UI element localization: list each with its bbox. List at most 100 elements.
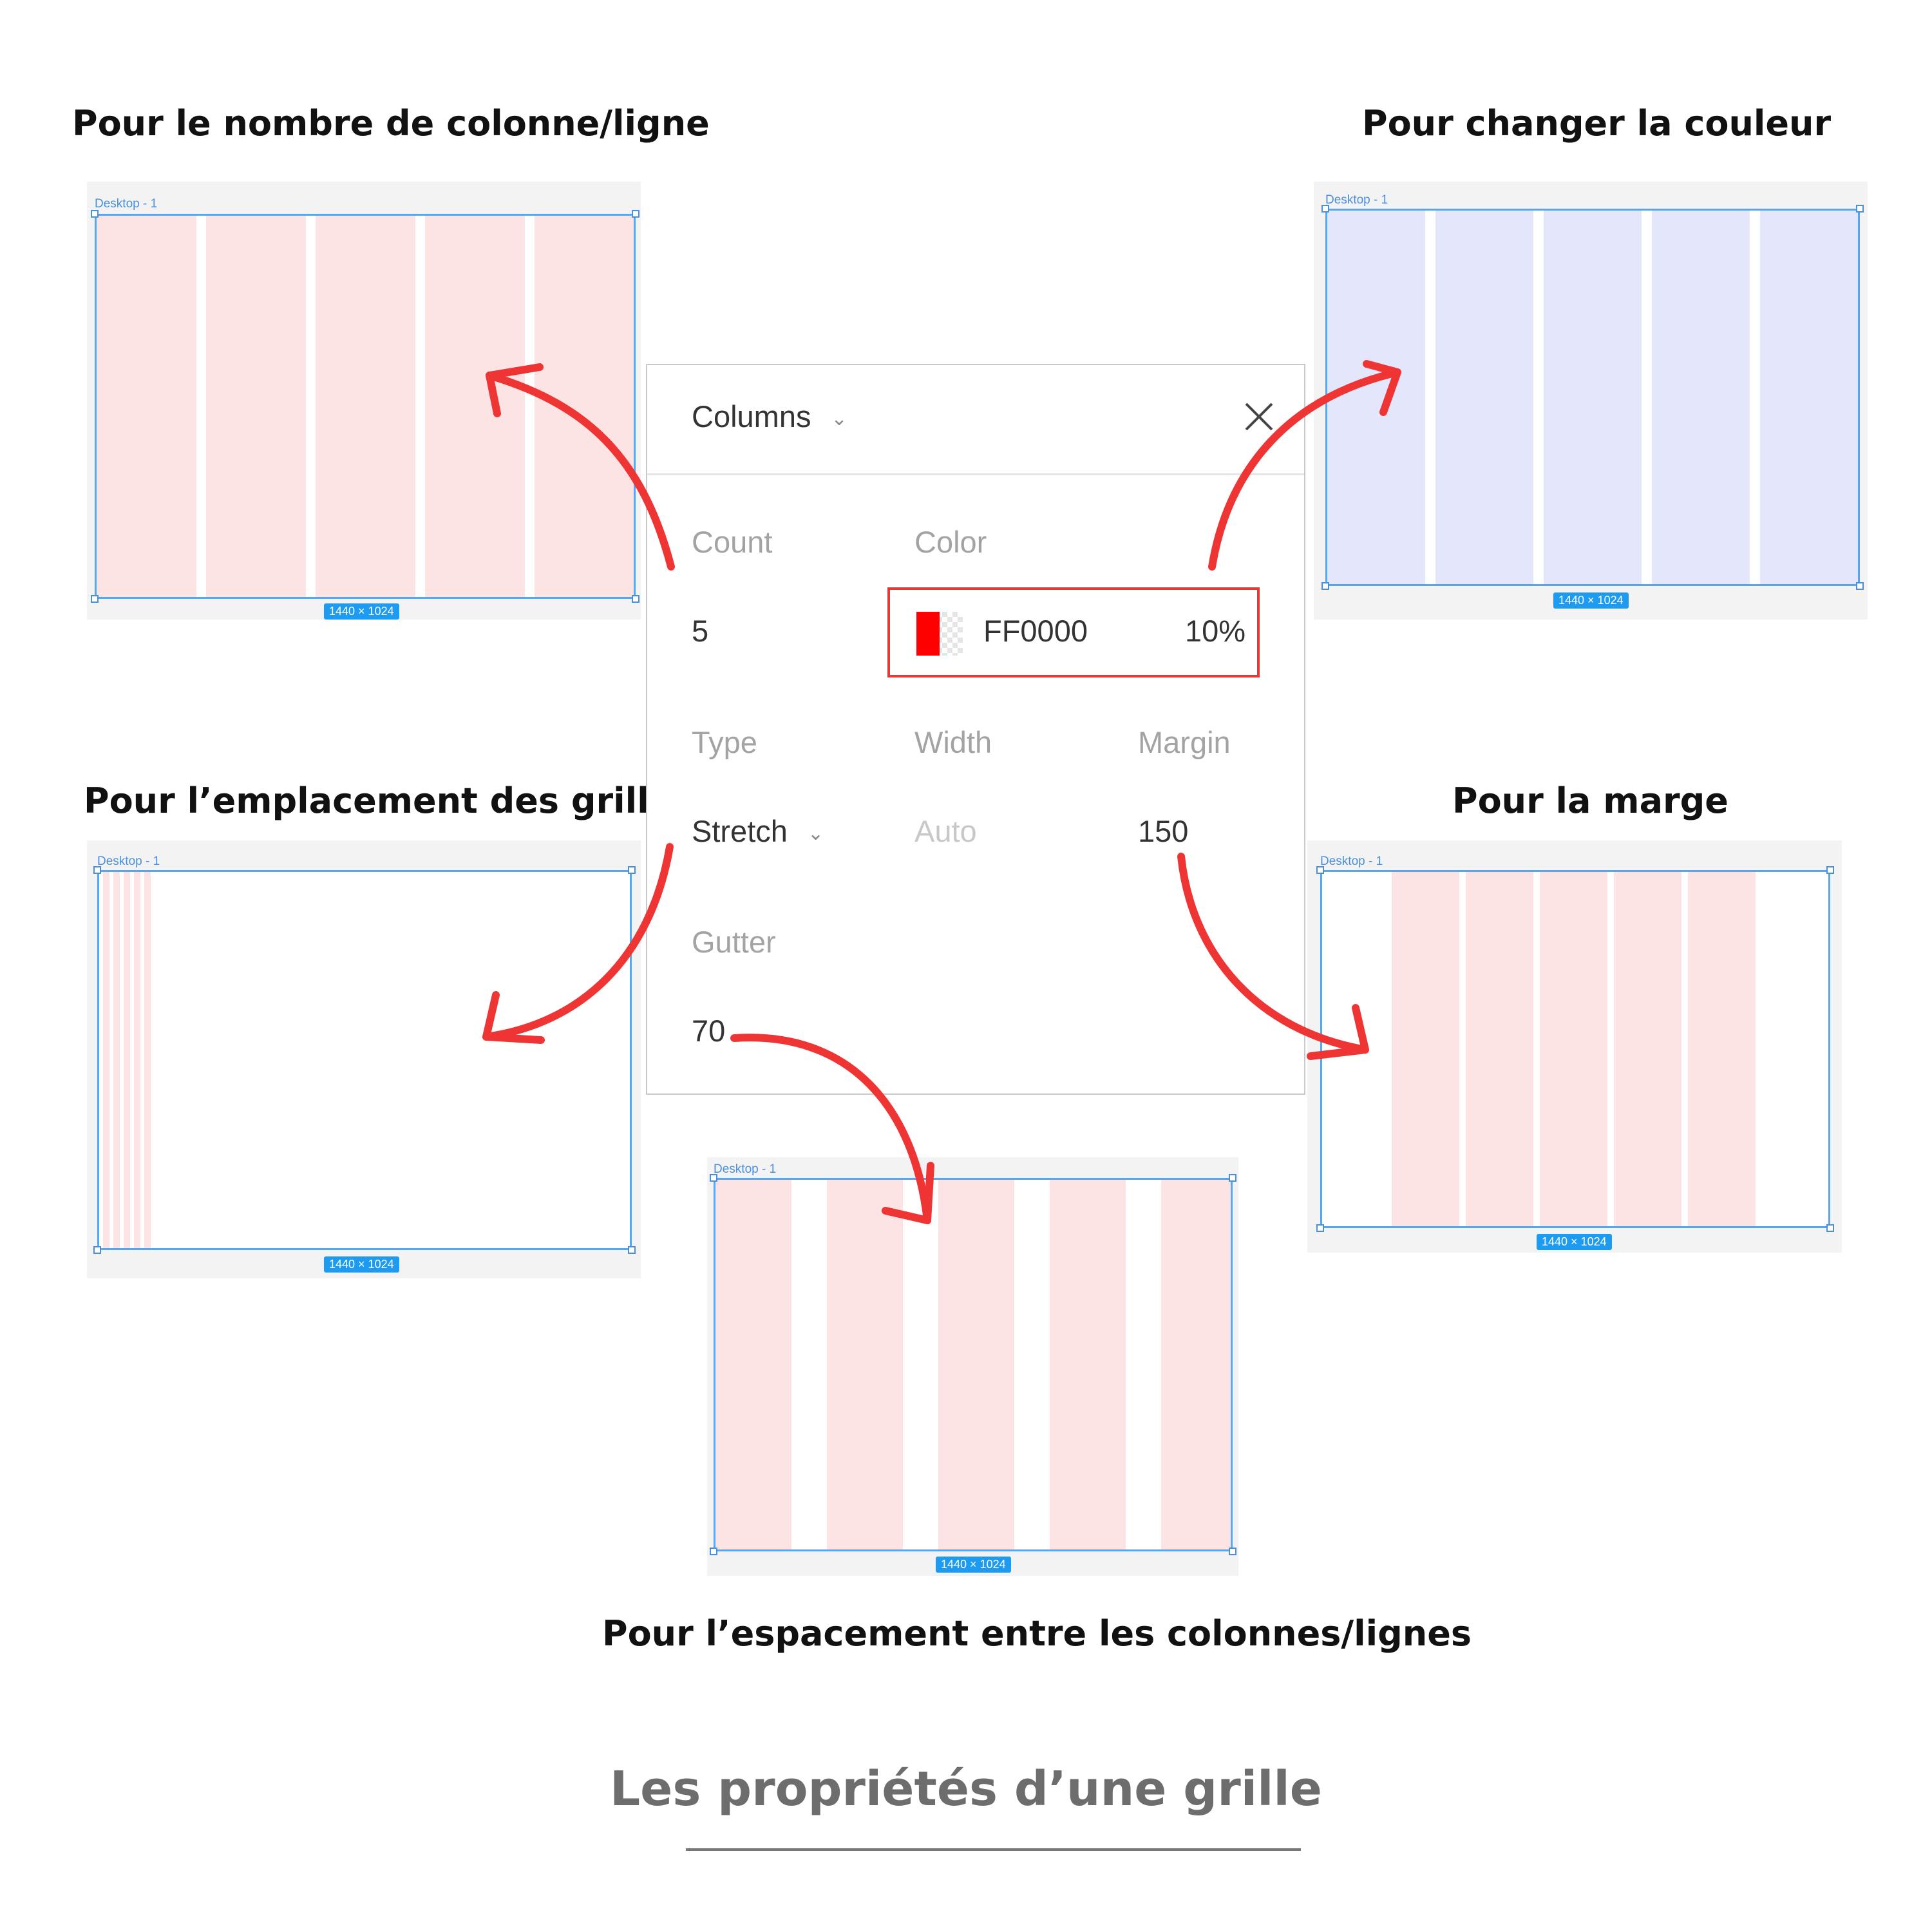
type-label: Type (692, 725, 757, 759)
type-dropdown[interactable]: Stretch ⌄ (692, 813, 824, 849)
gutter-label: Gutter (692, 925, 776, 959)
grid-column (113, 872, 120, 1248)
grid-column (1392, 872, 1459, 1226)
caption-color: Pour changer la couleur (1362, 103, 1832, 144)
resize-handle (1229, 1548, 1236, 1555)
grid-column (535, 216, 634, 597)
color-hex-input[interactable]: FF0000 (983, 614, 1088, 648)
grid-column (425, 216, 525, 597)
color-label: Color (914, 525, 987, 559)
grid-column (938, 1180, 1014, 1549)
grid-column (144, 872, 151, 1248)
arrow-count (486, 372, 675, 571)
resize-handle (1229, 1174, 1236, 1182)
grid-column (1652, 211, 1750, 584)
margin-label: Margin (1138, 725, 1231, 759)
count-label: Count (692, 525, 773, 559)
grid-column (1161, 1180, 1231, 1549)
grid-column (1466, 872, 1533, 1226)
size-badge: 1440 × 1024 (936, 1557, 1011, 1573)
grid-column (134, 872, 140, 1248)
resize-handle (628, 866, 636, 874)
size-badge: 1440 × 1024 (1553, 592, 1629, 609)
grid-type-dropdown[interactable]: Columns ⌄ (692, 399, 848, 434)
grid-column (715, 1180, 791, 1549)
grid-column (1544, 211, 1642, 584)
grid-column (827, 1180, 903, 1549)
grid-column (1050, 1180, 1126, 1549)
size-badge: 1440 × 1024 (324, 603, 399, 620)
resize-handle (93, 866, 101, 874)
panel-divider (647, 473, 1304, 475)
grid-column (316, 216, 415, 597)
size-badge: 1440 × 1024 (324, 1256, 399, 1273)
resize-handle (1321, 205, 1329, 213)
title-underline (686, 1848, 1301, 1851)
arrowhead (1363, 360, 1401, 416)
resize-handle (1826, 866, 1834, 874)
arrow-type (482, 843, 674, 1041)
grid-column (206, 216, 306, 597)
resize-handle (1316, 866, 1324, 874)
resize-handle (710, 1548, 717, 1555)
grid-type-label: Columns (692, 399, 811, 433)
arrowhead (882, 1162, 934, 1224)
swatch-solid (916, 612, 940, 656)
frame-color-preview: Desktop - 1 1440 × 1024 (1314, 182, 1868, 620)
frame-margin-preview: Desktop - 1 1440 × 1024 (1307, 840, 1842, 1253)
resize-handle (91, 210, 99, 218)
page-title: Les propriétés d’une grille (610, 1761, 1322, 1817)
arrow-margin (1177, 853, 1369, 1054)
resize-handle (632, 595, 639, 603)
grid-column (103, 872, 109, 1248)
grid-column (1614, 872, 1681, 1226)
frame-label: Desktop - 1 (1320, 855, 1383, 868)
resize-handle (93, 1246, 101, 1254)
caption-count: Pour le nombre de colonne/ligne (72, 103, 710, 144)
layout-grid-panel: Columns ⌄ Count Color 5 FF0000 10% Type … (646, 364, 1305, 1095)
frame-label: Desktop - 1 (95, 197, 158, 211)
type-value: Stretch (692, 814, 788, 848)
resize-handle (628, 1246, 636, 1254)
frame-label: Desktop - 1 (1325, 193, 1388, 207)
grid-column (124, 872, 130, 1248)
color-field-highlight (887, 587, 1260, 677)
frame-label: Desktop - 1 (97, 855, 160, 868)
arrowhead (482, 991, 545, 1044)
resize-handle (1856, 205, 1864, 213)
grid-column (1760, 211, 1858, 584)
desktop-frame (714, 1178, 1233, 1551)
arrow-gutter (730, 1034, 931, 1224)
width-input[interactable]: Auto (914, 814, 977, 848)
chevron-down-icon: ⌄ (831, 408, 848, 430)
desktop-frame (95, 214, 636, 599)
desktop-frame (1320, 870, 1830, 1228)
grid-column (1327, 211, 1425, 584)
resize-handle (1856, 582, 1864, 590)
frame-type-preview: Desktop - 1 1440 × 1024 (87, 840, 641, 1278)
color-swatch[interactable] (916, 612, 963, 656)
desktop-frame (1325, 209, 1860, 586)
arrowhead (1307, 1004, 1369, 1060)
grid-column (1435, 211, 1533, 584)
close-icon[interactable] (1241, 399, 1277, 435)
caption-gutter: Pour l’espacement entre les colonnes/lig… (602, 1613, 1472, 1654)
grid-column (1540, 872, 1607, 1226)
resize-handle (1321, 582, 1329, 590)
gutter-input[interactable]: 70 (692, 1014, 726, 1048)
width-label: Width (914, 725, 992, 759)
chevron-down-icon: ⌄ (807, 823, 824, 845)
caption-type: Pour l’emplacement des grilles (84, 781, 694, 821)
count-input[interactable]: 5 (692, 614, 709, 648)
margin-input[interactable]: 150 (1138, 814, 1189, 848)
resize-handle (91, 595, 99, 603)
resize-handle (710, 1174, 717, 1182)
frame-gutter-preview: Desktop - 1 1440 × 1024 (707, 1157, 1238, 1576)
size-badge: 1440 × 1024 (1537, 1234, 1612, 1250)
grid-column (97, 216, 196, 597)
resize-handle (1316, 1224, 1324, 1232)
caption-margin: Pour la marge (1452, 781, 1728, 821)
color-opacity-input[interactable]: 10% (1185, 614, 1246, 648)
arrowhead (486, 363, 544, 417)
arrow-color (1208, 368, 1401, 571)
